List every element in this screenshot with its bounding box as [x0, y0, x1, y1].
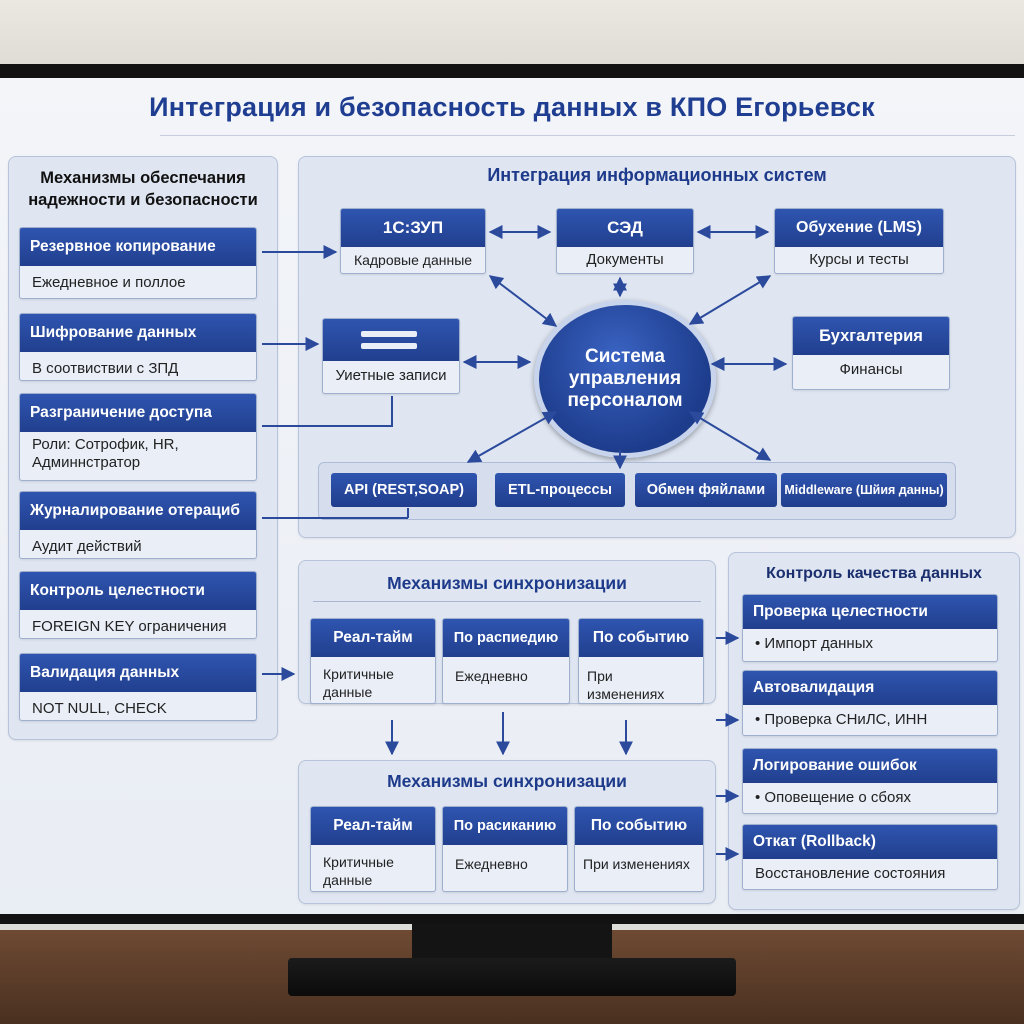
sync-bottom-event[interactable]: По событию При изменениях	[574, 806, 704, 892]
sync-panel-top-title: Механизмы синхронизации	[387, 573, 627, 593]
connector-arrows	[262, 225, 788, 861]
sync-bottom-realtime-head: Реал-тайм	[311, 807, 435, 845]
sync-top-event[interactable]: По событию При изменениях	[578, 618, 704, 704]
card-access-control-body: Роли: Сотрофик, HR, Админнстратор	[32, 436, 179, 471]
card-validation-body: NOT NULL, CHECK	[32, 700, 167, 717]
arrow-hub-lms	[688, 275, 772, 325]
system-sed-body: Документы	[586, 251, 664, 268]
card-logging[interactable]: Журналирование отерациб Аудит действий	[19, 491, 257, 559]
card-access-control-head: Разграничение доступа	[20, 394, 256, 432]
tv-stand-base	[288, 958, 736, 996]
quality-error-logging-body: • Оповещение о сбоях	[755, 789, 911, 806]
sync-top-schedule-body: Ежедневно	[455, 668, 528, 684]
card-validation[interactable]: Валидация данных NOT NULL, CHECK	[19, 653, 257, 721]
page-title: Интеграция и безопасность данных в КПО Е…	[149, 92, 875, 122]
system-accounting-head: Бухгалтерия	[793, 317, 949, 355]
integration-interfaces: API (REST,SOAP) ETL-процессы Обмен фяйла…	[318, 462, 956, 520]
card-backup-head: Резервное копирование	[20, 228, 256, 266]
system-1c-zup-body: Кадровые данные	[353, 252, 473, 268]
sync-top-realtime-head: Реал-тайм	[311, 619, 435, 657]
system-lms[interactable]: Обухение (LMS) Курсы и тесты	[774, 208, 944, 274]
sync-top-divider	[313, 601, 701, 602]
sync-top-event-body: При изменениях	[587, 668, 665, 702]
card-logging-body: Аудит действий	[32, 538, 142, 555]
sync-top-schedule[interactable]: По распиедию Ежедневно	[442, 618, 570, 704]
arrow-hub-1c	[488, 275, 558, 327]
interface-etl[interactable]: ETL-процессы	[495, 473, 625, 507]
reliability-panel-title: Механизмы обеспечания надежности и безоп…	[28, 169, 258, 209]
interface-middleware[interactable]: Middleware (Шйия данны)	[781, 473, 947, 507]
system-accounts[interactable]: Уиетные записи	[322, 318, 460, 394]
arrow-hub-api	[466, 411, 558, 463]
system-sed-head: СЭД	[557, 209, 693, 247]
system-accounting[interactable]: Бухгалтерия Финансы	[792, 316, 950, 390]
quality-error-logging[interactable]: Логирование ошибок • Оповещение о сбоях	[742, 748, 998, 814]
card-encryption-head: Шифрование данных	[20, 314, 256, 352]
sync-bottom-schedule-body: Ежедневно	[455, 856, 528, 872]
system-sed[interactable]: СЭД Документы	[556, 208, 694, 274]
card-integrity-body: FOREIGN KEY ограничения	[32, 618, 227, 635]
quality-rollback-body: Восстановление состояния	[755, 865, 946, 882]
card-logging-head: Журналирование отерациб	[20, 492, 256, 530]
sync-bottom-realtime[interactable]: Реал-тайм Критичные данные	[310, 806, 436, 892]
quality-integrity-check-body: • Импорт данных	[755, 635, 873, 652]
system-accounts-body: Уиетные записи	[335, 367, 447, 384]
sync-bottom-event-body: При изменениях	[583, 856, 690, 872]
wall-background	[0, 0, 1024, 70]
system-lms-head: Обухение (LMS)	[775, 209, 943, 247]
quality-panel-title: Контроль качества данных	[766, 565, 982, 582]
sync-top-schedule-head: По распиедию	[443, 619, 569, 657]
integration-panel-title: Интеграция информационных систем	[487, 165, 827, 185]
hr-system-hub-label: Система управления персоналом	[567, 346, 683, 411]
card-backup[interactable]: Резервное копирование Ежедневное и полло…	[19, 227, 257, 299]
interface-file-exchange[interactable]: Обмен фяйлами	[635, 473, 777, 507]
quality-integrity-check-head: Проверка целестности	[743, 595, 997, 629]
interface-api[interactable]: API (REST,SOAP)	[331, 473, 477, 507]
system-accounting-body: Финансы	[839, 361, 903, 378]
system-1c-zup[interactable]: 1С:ЗУП Кадровые данные	[340, 208, 486, 274]
sync-top-realtime[interactable]: Реал-тайм Критичные данные	[310, 618, 436, 704]
accounts-icon	[361, 329, 417, 351]
sync-bottom-realtime-body: Критичные данные	[323, 854, 394, 888]
card-integrity-head: Контроль целестности	[20, 572, 256, 610]
card-validation-head: Валидация данных	[20, 654, 256, 692]
title-divider	[160, 135, 1015, 136]
quality-rollback-head: Откат (Rollback)	[743, 825, 997, 859]
quality-autovalidation[interactable]: Автовалидация • Проверка СНиЛС, ИНН	[742, 670, 998, 736]
quality-integrity-check[interactable]: Проверка целестности • Импорт данных	[742, 594, 998, 662]
system-accounts-head	[323, 319, 459, 361]
sync-bottom-event-head: По событию	[575, 807, 703, 845]
system-1c-zup-head: 1С:ЗУП	[341, 209, 485, 247]
quality-autovalidation-head: Автовалидация	[743, 671, 997, 705]
card-encryption-body: В соотвиствии с ЗПД	[32, 360, 179, 377]
quality-rollback[interactable]: Откат (Rollback) Восстановление состояни…	[742, 824, 998, 890]
card-encryption[interactable]: Шифрование данных В соотвиствии с ЗПД	[19, 313, 257, 381]
sync-bottom-schedule-head: По расиканию	[443, 807, 567, 845]
sync-top-realtime-body: Критичные данные	[323, 666, 394, 700]
sync-panel-bottom-title: Механизмы синхронизации	[387, 771, 627, 791]
card-integrity[interactable]: Контроль целестности FOREIGN KEY огранич…	[19, 571, 257, 639]
sync-top-event-head: По событию	[579, 619, 703, 657]
card-backup-body: Ежедневное и поллое	[32, 274, 186, 291]
card-access-control[interactable]: Разграничение доступа Роли: Сотрофик, HR…	[19, 393, 257, 481]
quality-error-logging-head: Логирование ошибок	[743, 749, 997, 783]
connector-access-to-accounts	[262, 396, 393, 427]
tv-screen: Интеграция и безопасность данных в КПО Е…	[0, 78, 1024, 914]
system-lms-body: Курсы и тесты	[809, 251, 909, 268]
reliability-panel: Механизмы обеспечания надежности и безоп…	[8, 156, 278, 740]
arrow-hub-middleware	[688, 411, 772, 461]
sync-bottom-schedule[interactable]: По расиканию Ежедневно	[442, 806, 568, 892]
quality-autovalidation-body: • Проверка СНиЛС, ИНН	[755, 711, 928, 728]
